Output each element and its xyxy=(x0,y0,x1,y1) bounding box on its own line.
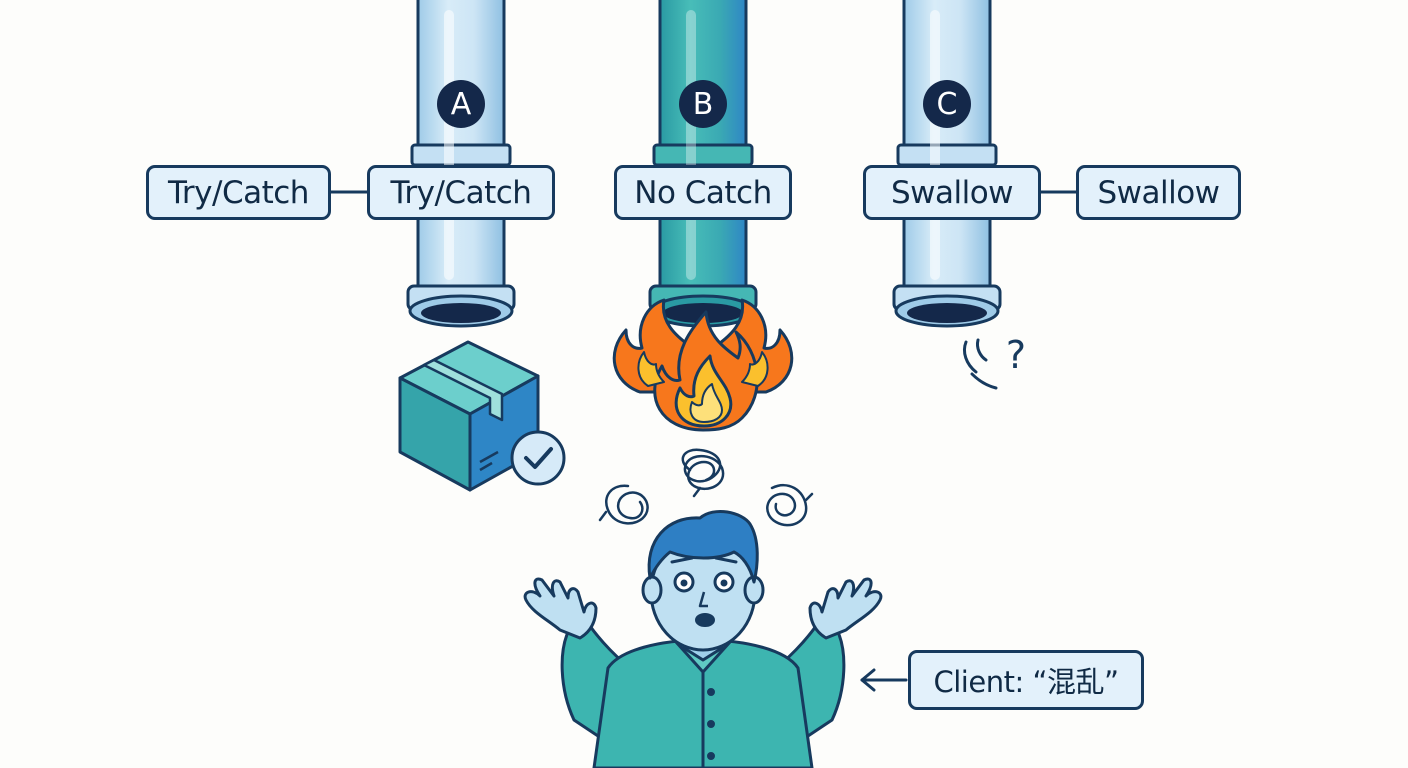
pipe-c xyxy=(892,0,1002,328)
client-label: Client: “混乱” xyxy=(908,650,1144,710)
badge-b: B xyxy=(679,80,727,128)
side-label-swallow: Swallow xyxy=(1076,165,1241,220)
pipe-b-label: No Catch xyxy=(614,165,792,220)
pipe-b xyxy=(648,0,758,328)
side-label-try-catch: Try/Catch xyxy=(146,165,331,220)
confusion-scribble-icon xyxy=(598,448,814,527)
check-icon xyxy=(510,430,566,486)
pipe-a-label: Try/Catch xyxy=(367,165,555,220)
pipe-c-label: Swallow xyxy=(863,165,1041,220)
fire-icon xyxy=(612,298,794,432)
badge-c: C xyxy=(923,80,971,128)
sound-wave-icon xyxy=(962,338,998,390)
question-mark: ? xyxy=(1006,333,1026,377)
pipe-a xyxy=(406,0,516,328)
badge-a: A xyxy=(437,80,485,128)
arrow-to-client xyxy=(860,668,908,692)
client-person xyxy=(523,509,883,768)
